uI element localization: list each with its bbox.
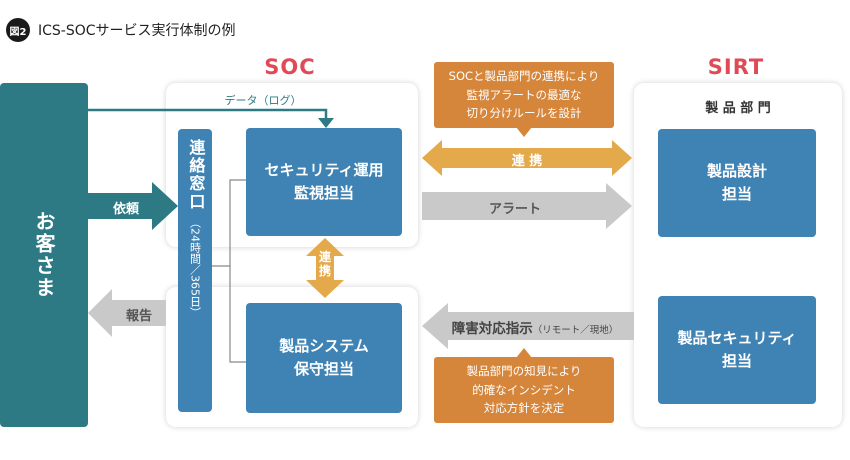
internal-link-label: 連携 [318, 250, 331, 279]
instruction-arrow [422, 303, 634, 349]
bottom-callout-line2: 的確なインシデント [472, 382, 576, 397]
bottom-callout-line1: 製品部門の知見により [466, 364, 582, 379]
top-callout: SOCと製品部門の連携により 監視アラートの最適な 切り分けルールを設計 [434, 62, 614, 128]
contact-window-box: 連絡窓口 （24時間／365日） [178, 129, 212, 412]
report-arrow [88, 289, 166, 337]
figure-badge: 図2 [6, 18, 30, 42]
data-log-label: データ（ログ） [224, 94, 302, 107]
contact-window-label: 連絡窓口 [186, 139, 206, 211]
alert-arrow [422, 183, 632, 229]
maintenance-line1: 製品システム [279, 336, 369, 355]
alert-label: アラート [488, 202, 541, 217]
security-team-box: 製品セキュリティ 担当 [658, 296, 816, 404]
bottom-callout-pointer [516, 348, 532, 358]
design-line1: 製品設計 [706, 161, 767, 180]
monitoring-line2: 監視担当 [293, 184, 354, 202]
top-callout-line1: SOCと製品部門の連携により [448, 69, 600, 84]
data-log-arrowhead [318, 118, 334, 128]
connector-maintenance [229, 266, 246, 363]
link-arrow [422, 140, 632, 176]
soc-title: SOC [264, 55, 316, 79]
instruction-main-text: 障害対応指示 [451, 321, 533, 337]
instruction-label: 障害対応指示（リモート／現地） [440, 317, 630, 337]
customer-label: お客さま [32, 211, 56, 299]
monitoring-team-box: セキュリティ運用 監視担当 [246, 128, 402, 236]
design-team-box: 製品設計 担当 [658, 129, 816, 237]
request-label: 依頼 [112, 202, 139, 217]
internal-link-arrow [306, 238, 344, 298]
bottom-callout: 製品部門の知見により 的確なインシデント 対応方針を決定 [434, 357, 614, 423]
top-callout-line3: 切り分けルールを設計 [466, 106, 582, 121]
security-line2: 担当 [721, 352, 752, 370]
maintenance-line2: 保守担当 [293, 360, 354, 378]
monitoring-line1: セキュリティ運用 [264, 160, 384, 179]
connector-monitoring [212, 179, 246, 267]
figure-title: ICS-SOCサービス実行体制の例 [38, 23, 236, 39]
instruction-note-text: （リモート／現地） [532, 325, 619, 336]
link-label: 連 携 [511, 154, 543, 169]
top-callout-pointer [516, 127, 532, 137]
request-arrow [88, 182, 178, 230]
sirt-title: SIRT [707, 55, 765, 79]
report-label: 報告 [125, 309, 152, 324]
security-line1: 製品セキュリティ [677, 328, 797, 347]
customer-box: お客さま [0, 83, 88, 427]
bottom-callout-line3: 対応方針を決定 [483, 401, 565, 416]
sirt-dept-label: 製 品 部 門 [705, 101, 771, 116]
contact-window-sub: （24時間／365日） [188, 217, 202, 318]
data-log-line [88, 108, 328, 122]
figure-header: 図2 ICS-SOCサービス実行体制の例 [6, 18, 236, 42]
top-callout-line2: 監視アラートの最適な [466, 87, 582, 102]
maintenance-team-box: 製品システム 保守担当 [246, 303, 402, 413]
design-line2: 担当 [721, 185, 752, 203]
